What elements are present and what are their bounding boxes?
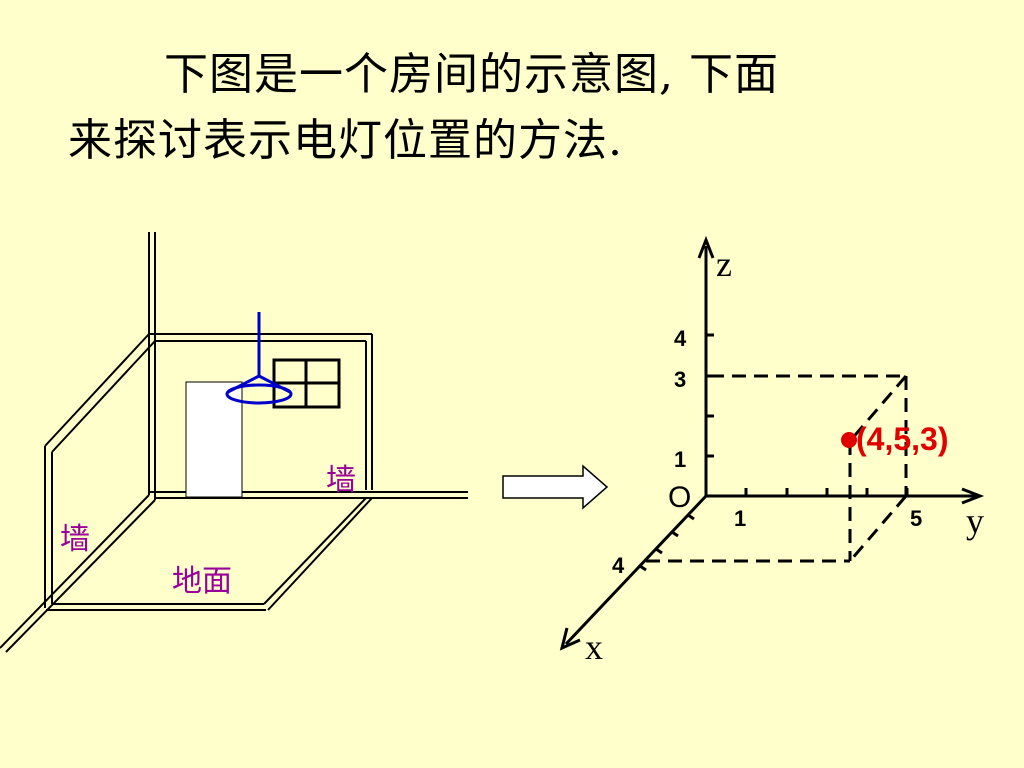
wall-right-label: 墙	[326, 463, 356, 498]
lamp-point-marker	[841, 432, 857, 448]
floor-left-diagonal	[0, 494, 150, 649]
wall-left-label: 墙	[60, 522, 90, 557]
z-tick-1: 1	[674, 447, 686, 472]
y-axis-arrowhead	[961, 487, 985, 505]
x-tick-4: 4	[612, 553, 625, 578]
y-tick-5: 5	[910, 506, 922, 531]
right-arrow-outline-icon	[502, 464, 609, 510]
floor-label: 地面	[172, 564, 232, 599]
title-line-2: 来探讨表示电灯位置的方法.	[68, 115, 623, 166]
x-axis-label: x	[585, 627, 603, 667]
z-axis-label: z	[716, 244, 732, 284]
z-axis-arrowhead	[697, 235, 715, 259]
floor-right-edge	[263, 497, 367, 605]
point-label: (4,5,3)	[856, 421, 948, 457]
door	[185, 381, 243, 498]
title-line-1: 下图是一个房间的示意图, 下面	[164, 49, 779, 100]
x-axis-arrowhead	[559, 627, 581, 651]
z-tick-3: 3	[674, 367, 686, 392]
slide-title: 下图是一个房间的示意图, 下面 来探讨表示电灯位置的方法.	[68, 42, 968, 174]
floor-left-diagonal-inner	[5, 499, 156, 653]
origin-label: O	[668, 481, 691, 514]
lamp-icon	[225, 312, 293, 405]
x-ticks	[639, 513, 695, 572]
floor-right-edge-inner	[267, 497, 373, 611]
y-tick-1: 1	[734, 506, 746, 531]
y-axis-label: y	[966, 501, 984, 541]
z-tick-4: 4	[674, 326, 687, 351]
projection-lines	[646, 374, 908, 563]
left-wall-top	[44, 333, 150, 447]
coordinate-axes	[559, 235, 985, 651]
room-diagram	[0, 232, 468, 653]
left-wall-top-inner	[51, 340, 156, 453]
x-axis	[564, 494, 708, 646]
